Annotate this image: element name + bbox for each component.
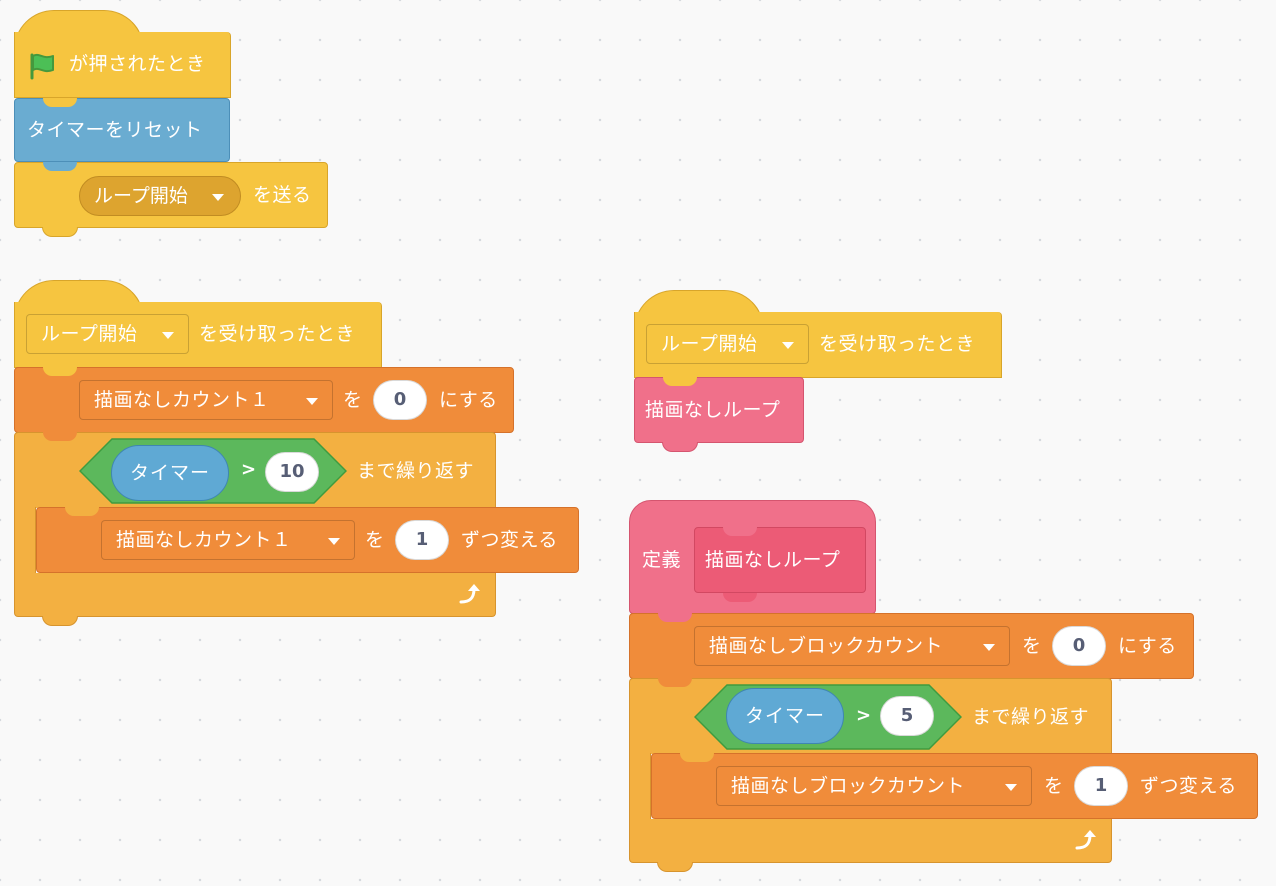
repeat-until-label: まで繰り返す (357, 460, 475, 482)
block-notch (43, 367, 77, 376)
block-notch (43, 432, 77, 441)
variable-dropdown[interactable]: 描画なしブロックカウント (694, 626, 1010, 666)
reset-timer-block[interactable]: タイマーをリセット (14, 98, 230, 162)
variable-name: 描画なしブロックカウント (731, 775, 966, 797)
receive-message-value: ループ開始 (41, 323, 138, 345)
block-tab (657, 862, 693, 872)
caret-down-icon (983, 644, 995, 651)
repeat-until-block[interactable]: タイマー > 10 まで繰り返す (14, 432, 496, 508)
green-flag-icon (30, 53, 54, 80)
timer-reporter[interactable]: タイマー (726, 688, 844, 744)
repeat-until-label: まで繰り返す (972, 706, 1090, 728)
procedure-name: 描画なしループ (705, 549, 841, 571)
c-block-bottom (629, 819, 1112, 863)
when-flag-clicked-block[interactable]: が押されたとき (14, 32, 231, 98)
set-suffix-label: にする (439, 389, 498, 411)
loop-arrow-icon (459, 584, 480, 604)
variable-dropdown[interactable]: 描画なしカウント１ (101, 520, 355, 560)
define-label: 定義 (642, 549, 682, 571)
c-block-arm (629, 753, 651, 821)
set-suffix-label: にする (1118, 635, 1177, 657)
define-block[interactable]: 定義 描画なしループ (629, 500, 876, 614)
change-by-label: を (365, 529, 385, 551)
loop-arrow-icon (1075, 830, 1096, 850)
block-notch (680, 753, 714, 762)
when-receive-block[interactable]: ループ開始 を受け取ったとき (634, 312, 1002, 378)
block-tab (662, 442, 698, 452)
change-variable-block[interactable]: 描画なしブロックカウント を 1 ずつ変える (651, 753, 1258, 819)
greater-than-symbol: > (241, 459, 257, 480)
caret-down-icon (162, 332, 174, 339)
change-value-input[interactable]: 1 (395, 520, 449, 560)
procedure-call-label: 描画なしループ (645, 399, 781, 421)
broadcast-label: を送る (253, 184, 312, 206)
repeat-limit-input[interactable]: 5 (880, 696, 934, 736)
change-by-label: を (1044, 775, 1064, 797)
caret-down-icon (306, 398, 318, 405)
set-variable-block[interactable]: 描画なしカウント１ を 0 にする (14, 367, 514, 433)
variable-name: 描画なしブロックカウント (709, 635, 944, 657)
receive-message-dropdown[interactable]: ループ開始 (26, 314, 189, 354)
reset-timer-label: タイマーをリセット (27, 119, 203, 141)
block-notch (43, 162, 77, 171)
block-notch (658, 678, 692, 687)
variable-name: 描画なしカウント１ (94, 389, 270, 411)
timer-reporter[interactable]: タイマー (111, 445, 229, 501)
set-value-input[interactable]: 0 (373, 380, 427, 420)
change-suffix-label: ずつ変える (1140, 775, 1237, 797)
receive-message-dropdown[interactable]: ループ開始 (646, 324, 809, 364)
set-to-label: を (343, 389, 363, 411)
receive-label: を受け取ったとき (819, 333, 976, 355)
repeat-limit-input[interactable]: 10 (265, 452, 319, 492)
block-tab (42, 616, 78, 626)
hat-label: が押されたとき (69, 53, 206, 75)
change-variable-block[interactable]: 描画なしカウント１ を 1 ずつ変える (36, 507, 579, 573)
set-variable-block[interactable]: 描画なしブロックカウント を 0 にする (629, 613, 1194, 679)
change-suffix-label: ずつ変える (461, 529, 558, 551)
receive-label: を受け取ったとき (199, 323, 356, 345)
broadcast-message-value: ループ開始 (94, 185, 188, 207)
caret-down-icon (328, 538, 340, 545)
block-notch (43, 98, 77, 107)
block-notch (65, 507, 99, 516)
change-value-input[interactable]: 1 (1074, 766, 1128, 806)
caret-down-icon (1005, 784, 1017, 791)
variable-name: 描画なしカウント１ (116, 529, 292, 551)
block-tab (42, 227, 78, 237)
broadcast-block[interactable]: ループ開始 を送る (14, 162, 328, 228)
block-notch (658, 613, 692, 622)
block-notch (663, 377, 697, 386)
block-notch (723, 527, 757, 536)
c-block-bottom (14, 573, 496, 617)
repeat-until-block[interactable]: タイマー > 5 まで繰り返す (629, 678, 1112, 754)
block-tab (723, 593, 757, 602)
set-value-input[interactable]: 0 (1052, 626, 1106, 666)
caret-down-icon (782, 342, 794, 349)
caret-down-icon (212, 194, 224, 201)
broadcast-message-dropdown[interactable]: ループ開始 (79, 176, 241, 216)
variable-dropdown[interactable]: 描画なしカウント１ (79, 380, 333, 420)
greater-than-symbol: > (856, 705, 872, 726)
set-to-label: を (1022, 635, 1042, 657)
when-receive-block[interactable]: ループ開始 を受け取ったとき (14, 302, 382, 368)
procedure-call-block[interactable]: 描画なしループ (634, 377, 804, 443)
receive-message-value: ループ開始 (661, 333, 758, 355)
procedure-prototype[interactable]: 描画なしループ (694, 527, 866, 602)
c-block-arm (14, 507, 36, 575)
variable-dropdown[interactable]: 描画なしブロックカウント (716, 766, 1032, 806)
